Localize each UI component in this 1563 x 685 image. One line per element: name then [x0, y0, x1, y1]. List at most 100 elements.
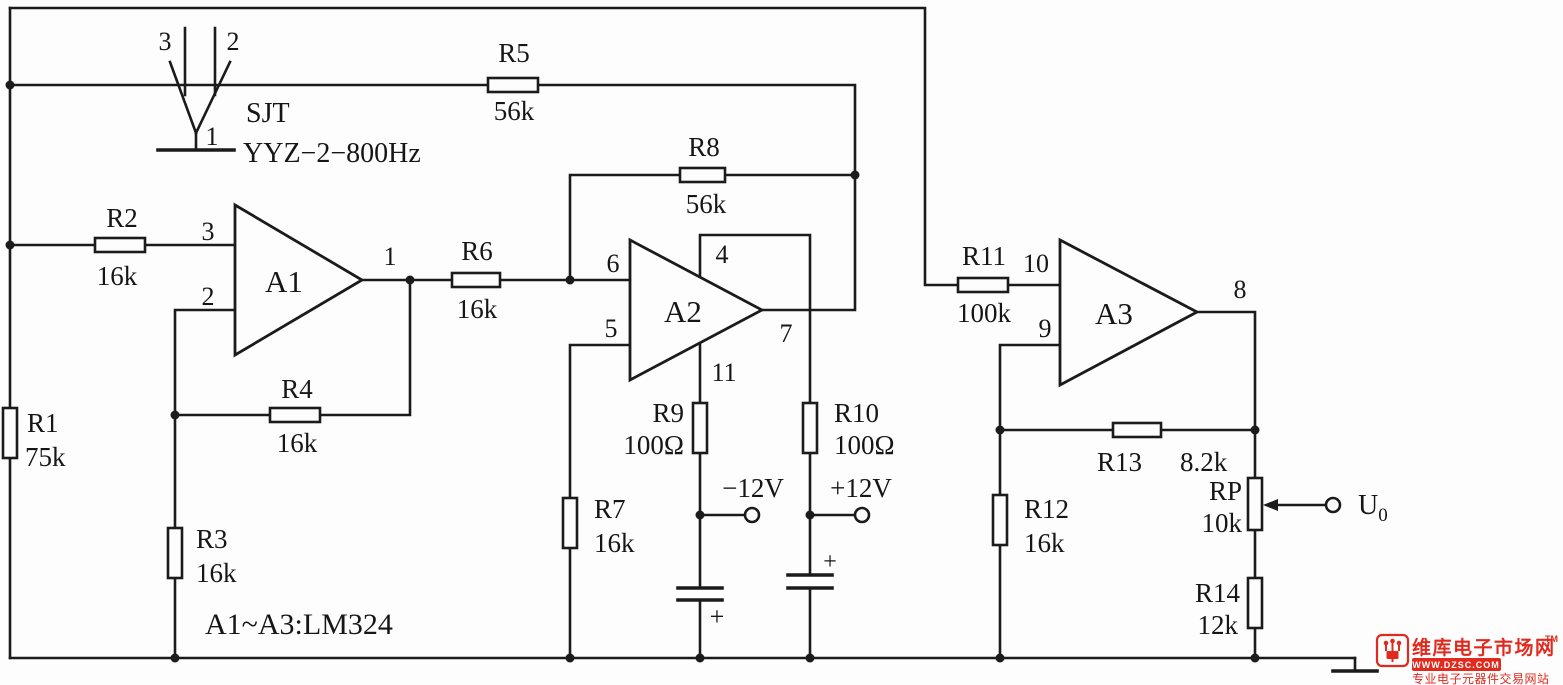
wire-a2-pin5-net — [568, 343, 632, 500]
junction-dot — [1250, 653, 1260, 663]
resistor-r6-body — [450, 271, 502, 289]
transducer-pin3-label: 3 — [159, 27, 172, 56]
resistor-r3-body — [166, 526, 184, 580]
r5-ref-label: R5 — [498, 38, 530, 68]
transducer-model-label: YYZ−2−800Hz — [243, 138, 421, 169]
opamp-a1-body — [233, 202, 365, 358]
transducer-name-label: SJT — [246, 98, 290, 129]
resistor-r11-body — [956, 276, 1010, 294]
neg-supply-terminal — [743, 506, 761, 524]
r10-value-label: 100Ω — [834, 430, 895, 460]
r7-ref-label: R7 — [594, 494, 626, 524]
a3-label: A3 — [1095, 296, 1133, 331]
a3-pin8-label: 8 — [1234, 275, 1247, 304]
junction-dot — [565, 275, 575, 285]
capacitor-pos-rail — [786, 573, 834, 590]
resistor-r2-body — [93, 236, 147, 254]
rp-ref-label: RP — [1209, 476, 1242, 506]
r1-value-label: 75k — [25, 442, 66, 472]
watermark-logo-motif — [1383, 638, 1402, 662]
wire-top-rail — [8, 6, 960, 287]
r11-value-label: 100k — [957, 298, 1012, 328]
opamp-a2-body — [628, 237, 765, 383]
resistor-r1-body — [1, 406, 19, 460]
wire-a3-output-net — [1195, 310, 1257, 480]
r6-ref-label: R6 — [461, 236, 493, 266]
resistor-r14-body — [1246, 576, 1264, 630]
r13-ref-label: R13 — [1097, 447, 1142, 477]
opamp-a3-body — [1058, 237, 1200, 388]
wire-a2-vplus-net — [698, 233, 812, 405]
r14-value-label: 12k — [1198, 610, 1239, 640]
resistor-r7-body — [561, 496, 579, 550]
a2-pin5-label: 5 — [605, 314, 618, 343]
wire-a3-pin9-net — [998, 343, 1115, 497]
a1-pin1-label: 1 — [384, 242, 397, 271]
a2-pin7-label: 7 — [780, 319, 793, 348]
r9-value-label: 100Ω — [623, 430, 684, 460]
watermark-tagline: 专业电子元器件交易网站 — [1412, 671, 1550, 685]
capacitor-neg-rail — [676, 586, 724, 602]
wiper-arrow — [1263, 499, 1278, 511]
a2-pin11-label: 11 — [711, 358, 736, 387]
transducer-pin1-label: 1 — [206, 122, 219, 151]
transducer-symbol — [156, 26, 236, 152]
junction-dot — [565, 653, 575, 663]
neg-supply-label: −12V — [722, 473, 784, 503]
r13-value-label: 8.2k — [1180, 447, 1228, 477]
junction-dot — [695, 510, 705, 520]
pos-supply-terminal — [853, 506, 871, 524]
transducer-prongs — [183, 26, 217, 97]
wire-a1-pin2-net — [173, 308, 272, 530]
watermark-logo-icon — [1375, 633, 1410, 668]
r4-ref-label: R4 — [281, 374, 313, 404]
r1-ref-label: R1 — [27, 408, 59, 438]
wire-neg-supply-net — [698, 451, 747, 590]
a1-label: A1 — [265, 264, 303, 299]
watermark: 维库电子市场网 TM WWW.DZSC.COM 专业电子元器件交易网站 — [1375, 633, 1558, 685]
junction-dot — [170, 653, 180, 663]
resistor-r9-body — [691, 401, 709, 455]
r3-value-label: 16k — [196, 558, 237, 588]
a1-pin2-label: 2 — [202, 282, 215, 311]
watermark-url-band — [1412, 658, 1501, 671]
a1-pin3-label: 3 — [202, 217, 215, 246]
a2-pin4-label: 4 — [716, 240, 729, 269]
r5-value-label: 56k — [494, 96, 535, 126]
output-terminal — [1324, 496, 1342, 514]
watermark-trademark: TM — [1545, 634, 1558, 644]
junction-dot — [995, 425, 1005, 435]
r4-value-label: 16k — [277, 428, 318, 458]
resistor-r8-body — [678, 166, 727, 184]
r2-ref-label: R2 — [106, 203, 138, 233]
r6-value-label: 16k — [457, 294, 498, 324]
junction-dot — [5, 240, 15, 250]
junction-dot — [170, 410, 180, 420]
resistor-r13-body — [1111, 421, 1163, 439]
a2-pin6-label: 6 — [607, 249, 620, 278]
junction-dot — [805, 510, 815, 520]
resistor-r4-body — [268, 406, 322, 424]
junction-dot — [805, 653, 815, 663]
junction-dots — [5, 80, 1260, 663]
wire-a2-output-net — [536, 83, 857, 312]
junction-dot — [405, 275, 415, 285]
transducer-pin2-label: 2 — [227, 27, 240, 56]
r12-ref-label: R12 — [1024, 494, 1069, 524]
junction-dot — [5, 80, 15, 90]
junction-dot — [850, 170, 860, 180]
potentiometer-rp-body — [1246, 476, 1264, 532]
a2-label: A2 — [664, 294, 702, 329]
a3-pin10-label: 10 — [1023, 249, 1049, 278]
r2-value-label: 16k — [97, 261, 138, 291]
output-label: U0 — [1358, 490, 1388, 526]
r12-value-label: 16k — [1024, 528, 1065, 558]
r3-ref-label: R3 — [196, 524, 228, 554]
wire-a2-pin6-net — [498, 173, 682, 282]
r14-ref-label: R14 — [1195, 578, 1241, 608]
watermark-url: WWW.DZSC.COM — [1412, 660, 1500, 670]
r7-value-label: 16k — [594, 528, 635, 558]
rp-value-label: 10k — [1202, 508, 1243, 538]
